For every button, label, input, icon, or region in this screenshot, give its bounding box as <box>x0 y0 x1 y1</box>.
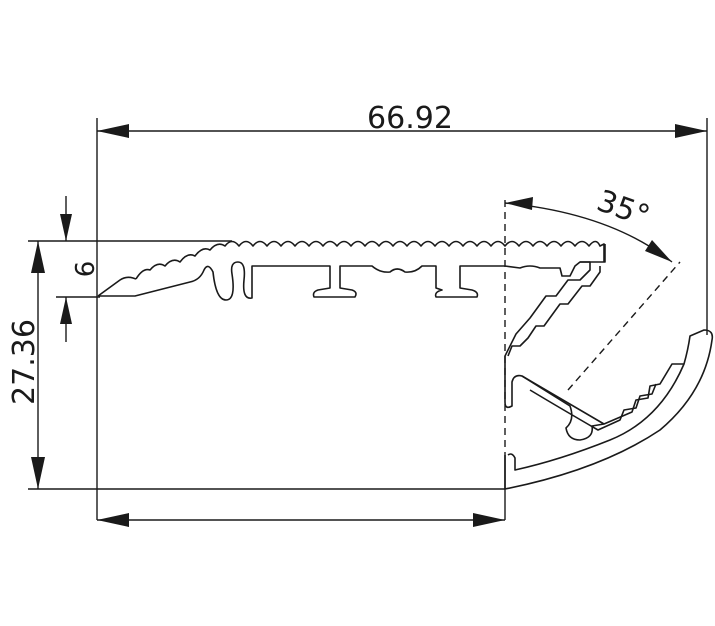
arrow-left-base-icon <box>97 513 129 527</box>
arrow-right-base-icon <box>473 513 505 527</box>
angle-arrow-start-icon <box>505 197 533 210</box>
overall-height-label: 27.36 <box>7 319 42 405</box>
arrow-down-small-icon <box>60 214 72 241</box>
arrow-up-icon <box>31 241 45 273</box>
angle-arrow-end-icon <box>645 240 672 262</box>
arrow-right-icon <box>675 124 707 138</box>
thickness-dimension: 6 <box>56 196 101 342</box>
overall-height-dimension: 27.36 <box>7 240 505 490</box>
arrow-up-small-icon <box>60 297 72 324</box>
nose-curve-inner <box>521 363 684 441</box>
stair-profile <box>97 240 714 490</box>
overall-width-label: 66.92 <box>367 101 453 136</box>
overall-width-dimension: 66.92 <box>96 101 708 520</box>
arrow-left-icon <box>97 124 129 138</box>
angle-label: 35° <box>592 184 654 235</box>
tread-underside <box>97 244 606 301</box>
angle-dimension: 35° <box>504 184 681 455</box>
nose-curve-outer <box>504 329 714 490</box>
arrow-down-icon <box>31 457 45 489</box>
tread-right-web <box>504 261 605 425</box>
tread-serrated-surface <box>135 240 605 280</box>
nose-channel <box>529 383 657 431</box>
angle-reference-inclined <box>567 261 681 391</box>
thickness-label: 6 <box>71 261 101 278</box>
tread-inner-web <box>507 266 601 357</box>
base-width-dimension <box>97 455 506 527</box>
